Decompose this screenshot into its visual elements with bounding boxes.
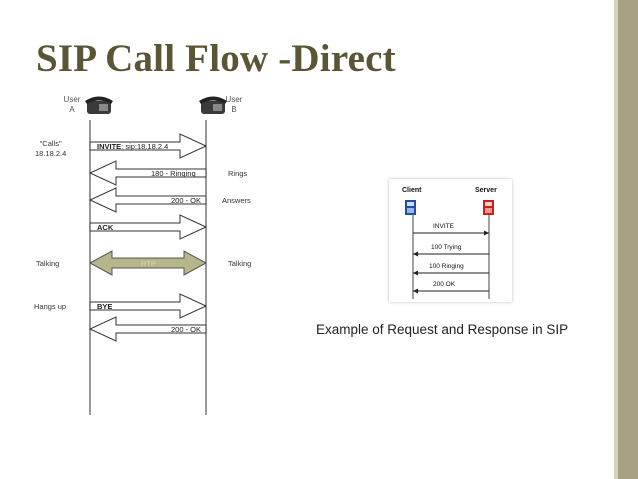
inset-server-label: Server [475, 187, 497, 194]
msg-ack: ACK [97, 223, 114, 232]
arrow-ok-1 [88, 187, 207, 213]
inset-msg-ringing: 100 Ringing [429, 263, 464, 270]
arrow-bye [89, 293, 208, 319]
msg-bye: BYE [97, 302, 113, 311]
invite-method: INVITE [97, 142, 122, 151]
user-a-label: User A [60, 95, 84, 115]
msg-rtp: RTP [141, 259, 156, 268]
client-phone-icon [405, 200, 416, 215]
server-phone-icon [483, 200, 494, 215]
user-a-line2: A [69, 105, 75, 114]
sidebar-stripe [618, 0, 638, 479]
slide-title: SIP Call Flow -Direct [36, 37, 396, 80]
msg-invite: INVITE: sip:18.18.2.4 [97, 142, 168, 151]
phone-icon [84, 94, 114, 121]
inset-msg-ok: 200 OK [433, 281, 456, 288]
note-rings: Rings [228, 169, 248, 178]
phone-icon [198, 94, 228, 121]
note-calls: "Calls" 18.18.2.4 [35, 139, 66, 159]
inset-msg-trying: 100 Trying [431, 244, 462, 251]
inset-msg-invite: INVITE [433, 223, 454, 230]
arrow-ok-2 [88, 316, 207, 342]
note-calls-line1: "Calls" [39, 139, 62, 148]
slide-caption: Example of Request and Response in SIP [316, 322, 569, 337]
note-answers: Answers [222, 196, 251, 205]
arrow-ack [89, 214, 208, 240]
sidebar-stripe-light [614, 0, 618, 479]
note-hangs-up: Hangs up [34, 302, 67, 311]
note-talking-b: Talking [228, 259, 252, 268]
inset-client-label: Client [402, 187, 422, 194]
inset-diagram: Client Server INVITE 100 Trying 100 Ring… [389, 179, 512, 302]
invite-uri: : sip:18.18.2.4 [121, 142, 169, 151]
arrow-rtp [88, 250, 208, 276]
user-a-line1: User [63, 95, 81, 104]
user-b-line2: B [231, 105, 237, 114]
user-b-label: User B [222, 95, 246, 115]
note-calls-line2: 18.18.2.4 [35, 149, 67, 158]
arrow-ringing [88, 160, 207, 186]
msg-ok-1: 200 - OK [171, 196, 202, 205]
msg-ringing: 180 - Ringing [151, 169, 196, 178]
msg-ok-2: 200 - OK [171, 325, 202, 334]
user-b-line1: User [225, 95, 243, 104]
arrow-invite [89, 133, 208, 159]
note-talking-a: Talking [36, 259, 60, 268]
